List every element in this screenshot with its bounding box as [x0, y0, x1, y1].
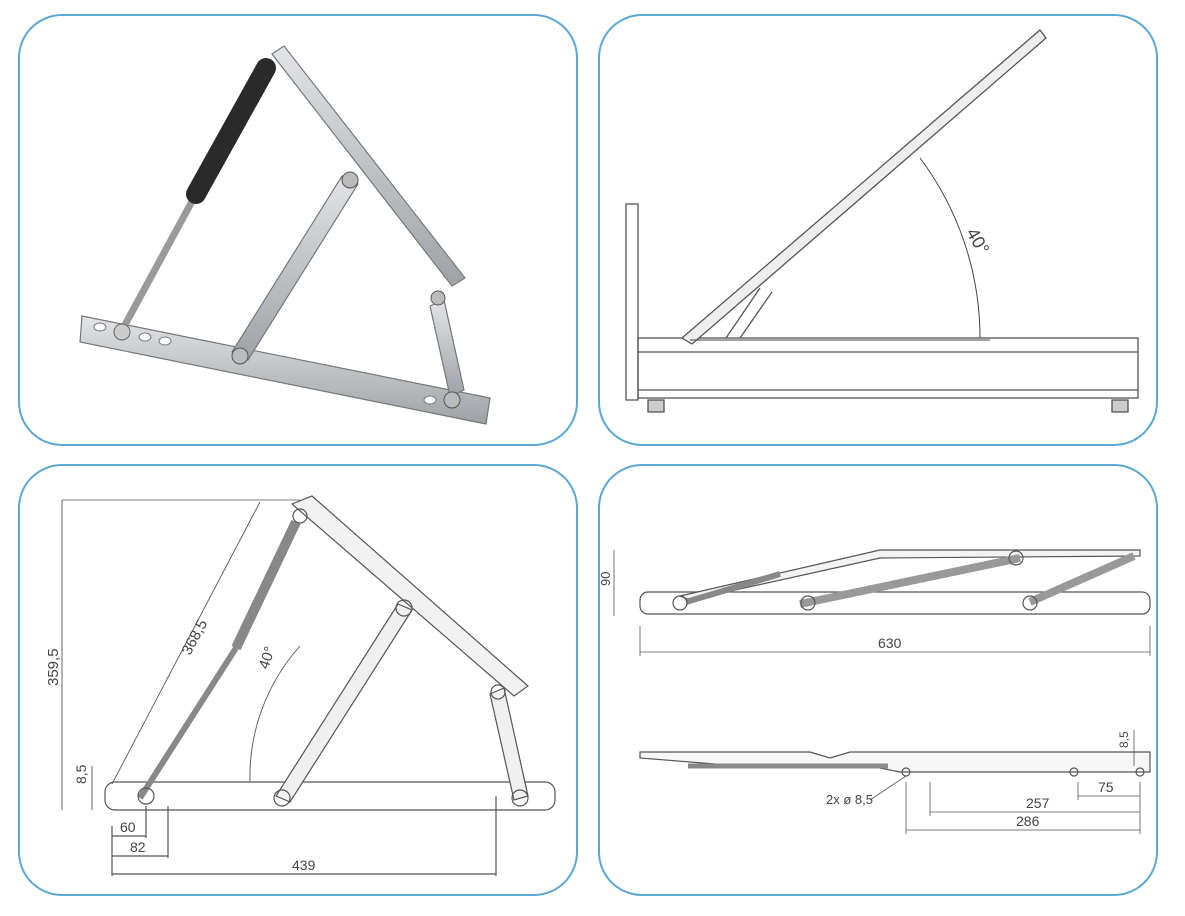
raised-platform — [680, 29, 1047, 345]
plan-thickness-dimension: 8,5 — [1117, 731, 1131, 748]
hole-callout: 2x ø 8,5 — [826, 792, 873, 807]
top-arm — [271, 45, 466, 287]
panel-bed-side-view: 40° — [598, 14, 1158, 446]
gas-spring — [137, 646, 239, 800]
side-dimension-drawing: 359,5 368,5 40° 8,5 60 82 439 — [45, 495, 556, 876]
width-60-dimension: 60 — [120, 819, 136, 835]
angle-label: 40° — [962, 224, 993, 258]
headboard — [625, 203, 639, 401]
width-439-dimension: 439 — [292, 857, 316, 873]
main-strut — [275, 603, 413, 803]
lift-mechanism-3d-illustration — [79, 45, 491, 425]
small-height-dimension: 8,5 — [73, 764, 89, 784]
dimension-75: 75 — [1098, 779, 1114, 795]
panel-folded-dimensions: 90 630 8,5 2x ø 8,5 257 286 75 — [598, 464, 1158, 896]
bed-side-drawing: 40° — [625, 29, 1139, 413]
plan-view-rail — [639, 751, 1151, 773]
base-rail — [79, 315, 491, 425]
panel-side-dimensions: 359,5 368,5 40° 8,5 60 82 439 — [18, 464, 578, 896]
folded-height-dimension: 90 — [600, 572, 613, 586]
bed-frame — [637, 337, 1139, 399]
angle-label: 40° — [256, 644, 279, 671]
folded-dimension-drawing: 90 630 8,5 2x ø 8,5 257 286 75 — [600, 549, 1151, 834]
diagonal-dimension: 368,5 — [179, 617, 212, 658]
top-arm — [290, 495, 529, 697]
folded-base-rail — [639, 591, 1151, 615]
gas-spring-rod — [116, 192, 200, 336]
dimension-286: 286 — [1016, 813, 1040, 829]
width-82-dimension: 82 — [130, 839, 146, 855]
base-rail — [104, 781, 556, 811]
rear-strut — [429, 299, 465, 397]
dimension-257: 257 — [1026, 795, 1050, 811]
rear-strut — [489, 687, 529, 801]
main-strut — [231, 175, 359, 361]
gas-spring-body — [186, 58, 276, 204]
panel-3d-render — [18, 14, 578, 446]
folded-length-dimension: 630 — [878, 635, 902, 651]
height-dimension: 359,5 — [45, 648, 62, 686]
